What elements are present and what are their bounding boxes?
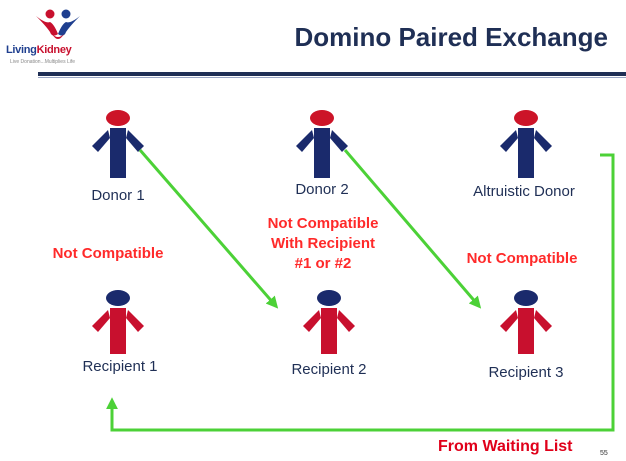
arrow-donor2-to-recipient3	[343, 149, 482, 309]
label-donor-2: Donor 2	[295, 181, 349, 198]
label-recipient-1: Recipient 1	[82, 358, 158, 375]
logo-wordmark: LivingKidney	[6, 44, 72, 56]
label-donor-1: Donor 1	[91, 187, 145, 204]
title-underline	[38, 72, 626, 76]
note-2-line-2: With Recipient	[270, 235, 376, 252]
note-not-compatible-2: Not Compatible With Recipient #1 or #2	[248, 214, 398, 274]
note-2-line-3: #1 or #2	[294, 255, 352, 272]
logo-tagline: Live Donation...Multiplies Life	[10, 59, 76, 65]
title-underline-thin	[38, 77, 626, 78]
recipient-3-figure	[500, 290, 552, 354]
donor-2-figure	[296, 110, 348, 178]
note-not-compatible-3: Not Compatible	[466, 250, 578, 267]
arrow-donor1-to-recipient2	[138, 149, 279, 309]
logo-name-part2: Kidney	[36, 44, 72, 56]
altruistic-donor-figure	[500, 110, 552, 178]
arrow-altruistic-to-recipient1	[106, 153, 615, 432]
page-number: 55	[600, 450, 608, 457]
living-kidney-logo	[36, 9, 80, 39]
page-title: Domino Paired Exchange	[294, 22, 608, 52]
logo-figures-icon	[36, 9, 80, 39]
from-waiting-list-label: From Waiting List	[438, 438, 573, 455]
recipient-1-figure	[92, 290, 144, 354]
recipient-2-figure	[303, 290, 355, 354]
donor-1-figure	[92, 110, 144, 178]
label-recipient-3: Recipient 3	[488, 364, 564, 381]
logo-name-part1: Living	[6, 44, 37, 56]
label-recipient-2: Recipient 2	[291, 361, 367, 378]
note-2-line-1: Not Compatible	[267, 215, 379, 232]
label-altruistic-donor: Altruistic Donor	[473, 183, 575, 200]
note-not-compatible-1: Not Compatible	[52, 245, 164, 262]
